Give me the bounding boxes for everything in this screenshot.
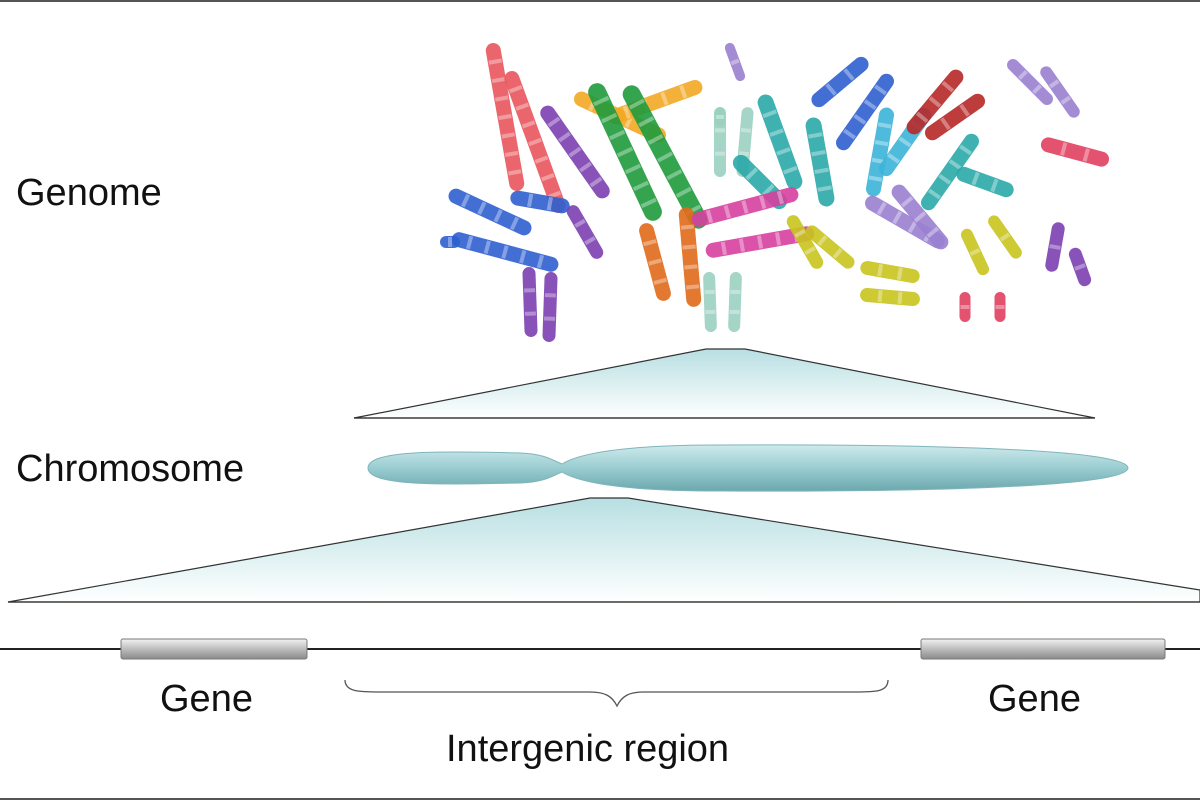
- karyotype-chromosome-47: [994, 292, 1006, 322]
- karyotype-chromosome-10: [757, 94, 803, 190]
- chromosome-label: Chromosome: [16, 448, 245, 490]
- karyotype-chromosome-31: [678, 207, 702, 307]
- karyotype-chromosome-5: [588, 83, 662, 221]
- karyotype-chromosome-37: [805, 225, 855, 269]
- karyotype-chromosome-49: [440, 236, 460, 248]
- karyotype-chromosome-18: [924, 93, 986, 141]
- gene-bar-right: [920, 638, 1166, 660]
- chromosome-shape: [367, 444, 1129, 492]
- karyotype-chromosome-39: [860, 287, 920, 307]
- intergenic-region-brace: [344, 679, 889, 708]
- karyotype-chromosome-38: [860, 261, 920, 283]
- karyotype-chromosome-29: [566, 205, 604, 259]
- karyotype-chromosomes: [440, 42, 1110, 342]
- zoom-wedge-genome-to-chromosome: [353, 348, 1096, 419]
- karyotype-chromosome-0: [485, 43, 525, 191]
- karyotype-chromosome-40: [865, 195, 945, 249]
- gene-bar-left: [120, 638, 308, 660]
- karyotype-chromosome-41: [891, 184, 949, 250]
- intergenic-region-label: Intergenic region: [446, 728, 730, 770]
- karyotype-chromosome-12: [805, 117, 835, 207]
- karyotype-chromosome-13: [811, 56, 869, 108]
- karyotype-chromosome-24: [448, 188, 532, 236]
- karyotype-chromosome-28: [542, 272, 558, 342]
- karyotype-chromosome-25: [451, 232, 559, 272]
- karyotype-chromosome-1: [504, 71, 566, 213]
- karyotype-chromosome-15: [865, 107, 895, 197]
- karyotype-chromosome-9: [724, 42, 746, 82]
- karyotype-chromosome-43: [988, 215, 1022, 259]
- karyotype-chromosome-27: [522, 267, 538, 337]
- karyotype-chromosome-33: [728, 272, 742, 332]
- karyotype-chromosome-2: [540, 105, 610, 199]
- karyotype-chromosome-17: [906, 69, 964, 135]
- karyotype-chromosome-34: [691, 187, 799, 227]
- karyotype-chromosome-4: [607, 79, 703, 125]
- karyotype-chromosome-42: [960, 228, 990, 276]
- karyotype-chromosome-30: [639, 223, 671, 301]
- karyotype-chromosome-44: [1045, 222, 1065, 272]
- karyotype-chromosome-23: [1040, 137, 1110, 167]
- karyotype-chromosome-36: [786, 215, 824, 269]
- karyotype-chromosome-6: [622, 85, 708, 229]
- karyotype-chromosome-14: [835, 73, 895, 151]
- genome-label: Genome: [16, 172, 162, 214]
- karyotype-chromosome-32: [703, 272, 717, 332]
- gene-label-right: Gene: [988, 678, 1081, 720]
- zoom-wedge-chromosome-to-dna: [7, 497, 1200, 603]
- karyotype-chromosome-26: [510, 190, 570, 214]
- karyotype-chromosome-45: [1068, 247, 1092, 287]
- karyotype-chromosome-46: [959, 292, 971, 322]
- karyotype-chromosome-20: [956, 166, 1014, 198]
- karyotype-chromosome-48: [715, 107, 725, 127]
- karyotype-chromosome-19: [920, 133, 980, 211]
- gene-label-left: Gene: [160, 678, 253, 720]
- karyotype-chromosome-21: [1007, 59, 1053, 105]
- karyotype-chromosome-22: [1040, 66, 1080, 118]
